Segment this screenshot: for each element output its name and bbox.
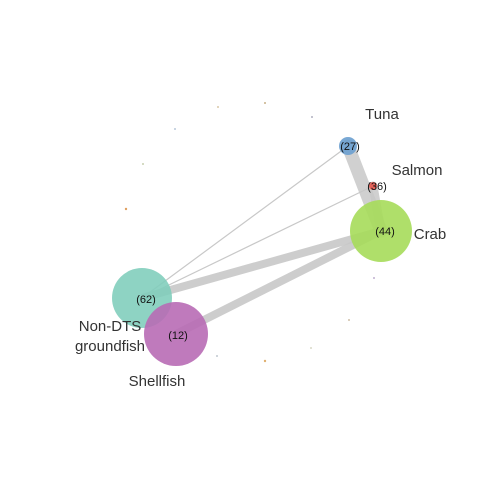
background-dot [216,355,218,357]
background-dot [263,359,267,363]
edge-salmon-non-dts [141,185,374,299]
edge-crab-shellfish [174,227,383,338]
background-dot [174,128,176,130]
salmon-label: Salmon [392,162,443,179]
node-crab[interactable]: (44) Crab [350,200,446,262]
background-dot [217,106,219,108]
background-dot [310,347,312,349]
nodes-layer: (27) Tuna (36) Salmon (44) Crab (62) (12… [75,106,446,390]
crab-circle [350,200,412,262]
shellfish-label: Shellfish [129,373,186,390]
node-salmon[interactable]: (36) Salmon [367,162,442,193]
background-dot [264,102,266,104]
salmon-circle [369,182,377,190]
node-tuna[interactable]: (27) Tuna [339,106,399,155]
tuna-label: Tuna [365,106,399,123]
shellfish-count: (12) [168,330,188,342]
background-dot [373,277,375,279]
background-dots [124,102,375,363]
tuna-count: (27) [340,141,360,153]
background-dot [142,163,144,165]
crab-label: Crab [414,226,447,243]
salmon-count: (36) [367,181,387,193]
edge-crab-non-dts [140,227,383,302]
non-dts-label-line-2: groundfish [75,338,145,355]
non-dts-label-line-1: Non-DTS [79,318,142,335]
background-dot [348,319,350,321]
node-shellfish[interactable]: (12) Shellfish [129,302,208,390]
crab-count: (44) [375,226,395,238]
shellfish-circle [144,302,208,366]
edge-tuna-non-dts [141,145,349,299]
tuna-circle [339,137,357,155]
background-dot [311,116,313,118]
background-dot [124,207,128,211]
non-dts-count: (62) [136,294,156,306]
